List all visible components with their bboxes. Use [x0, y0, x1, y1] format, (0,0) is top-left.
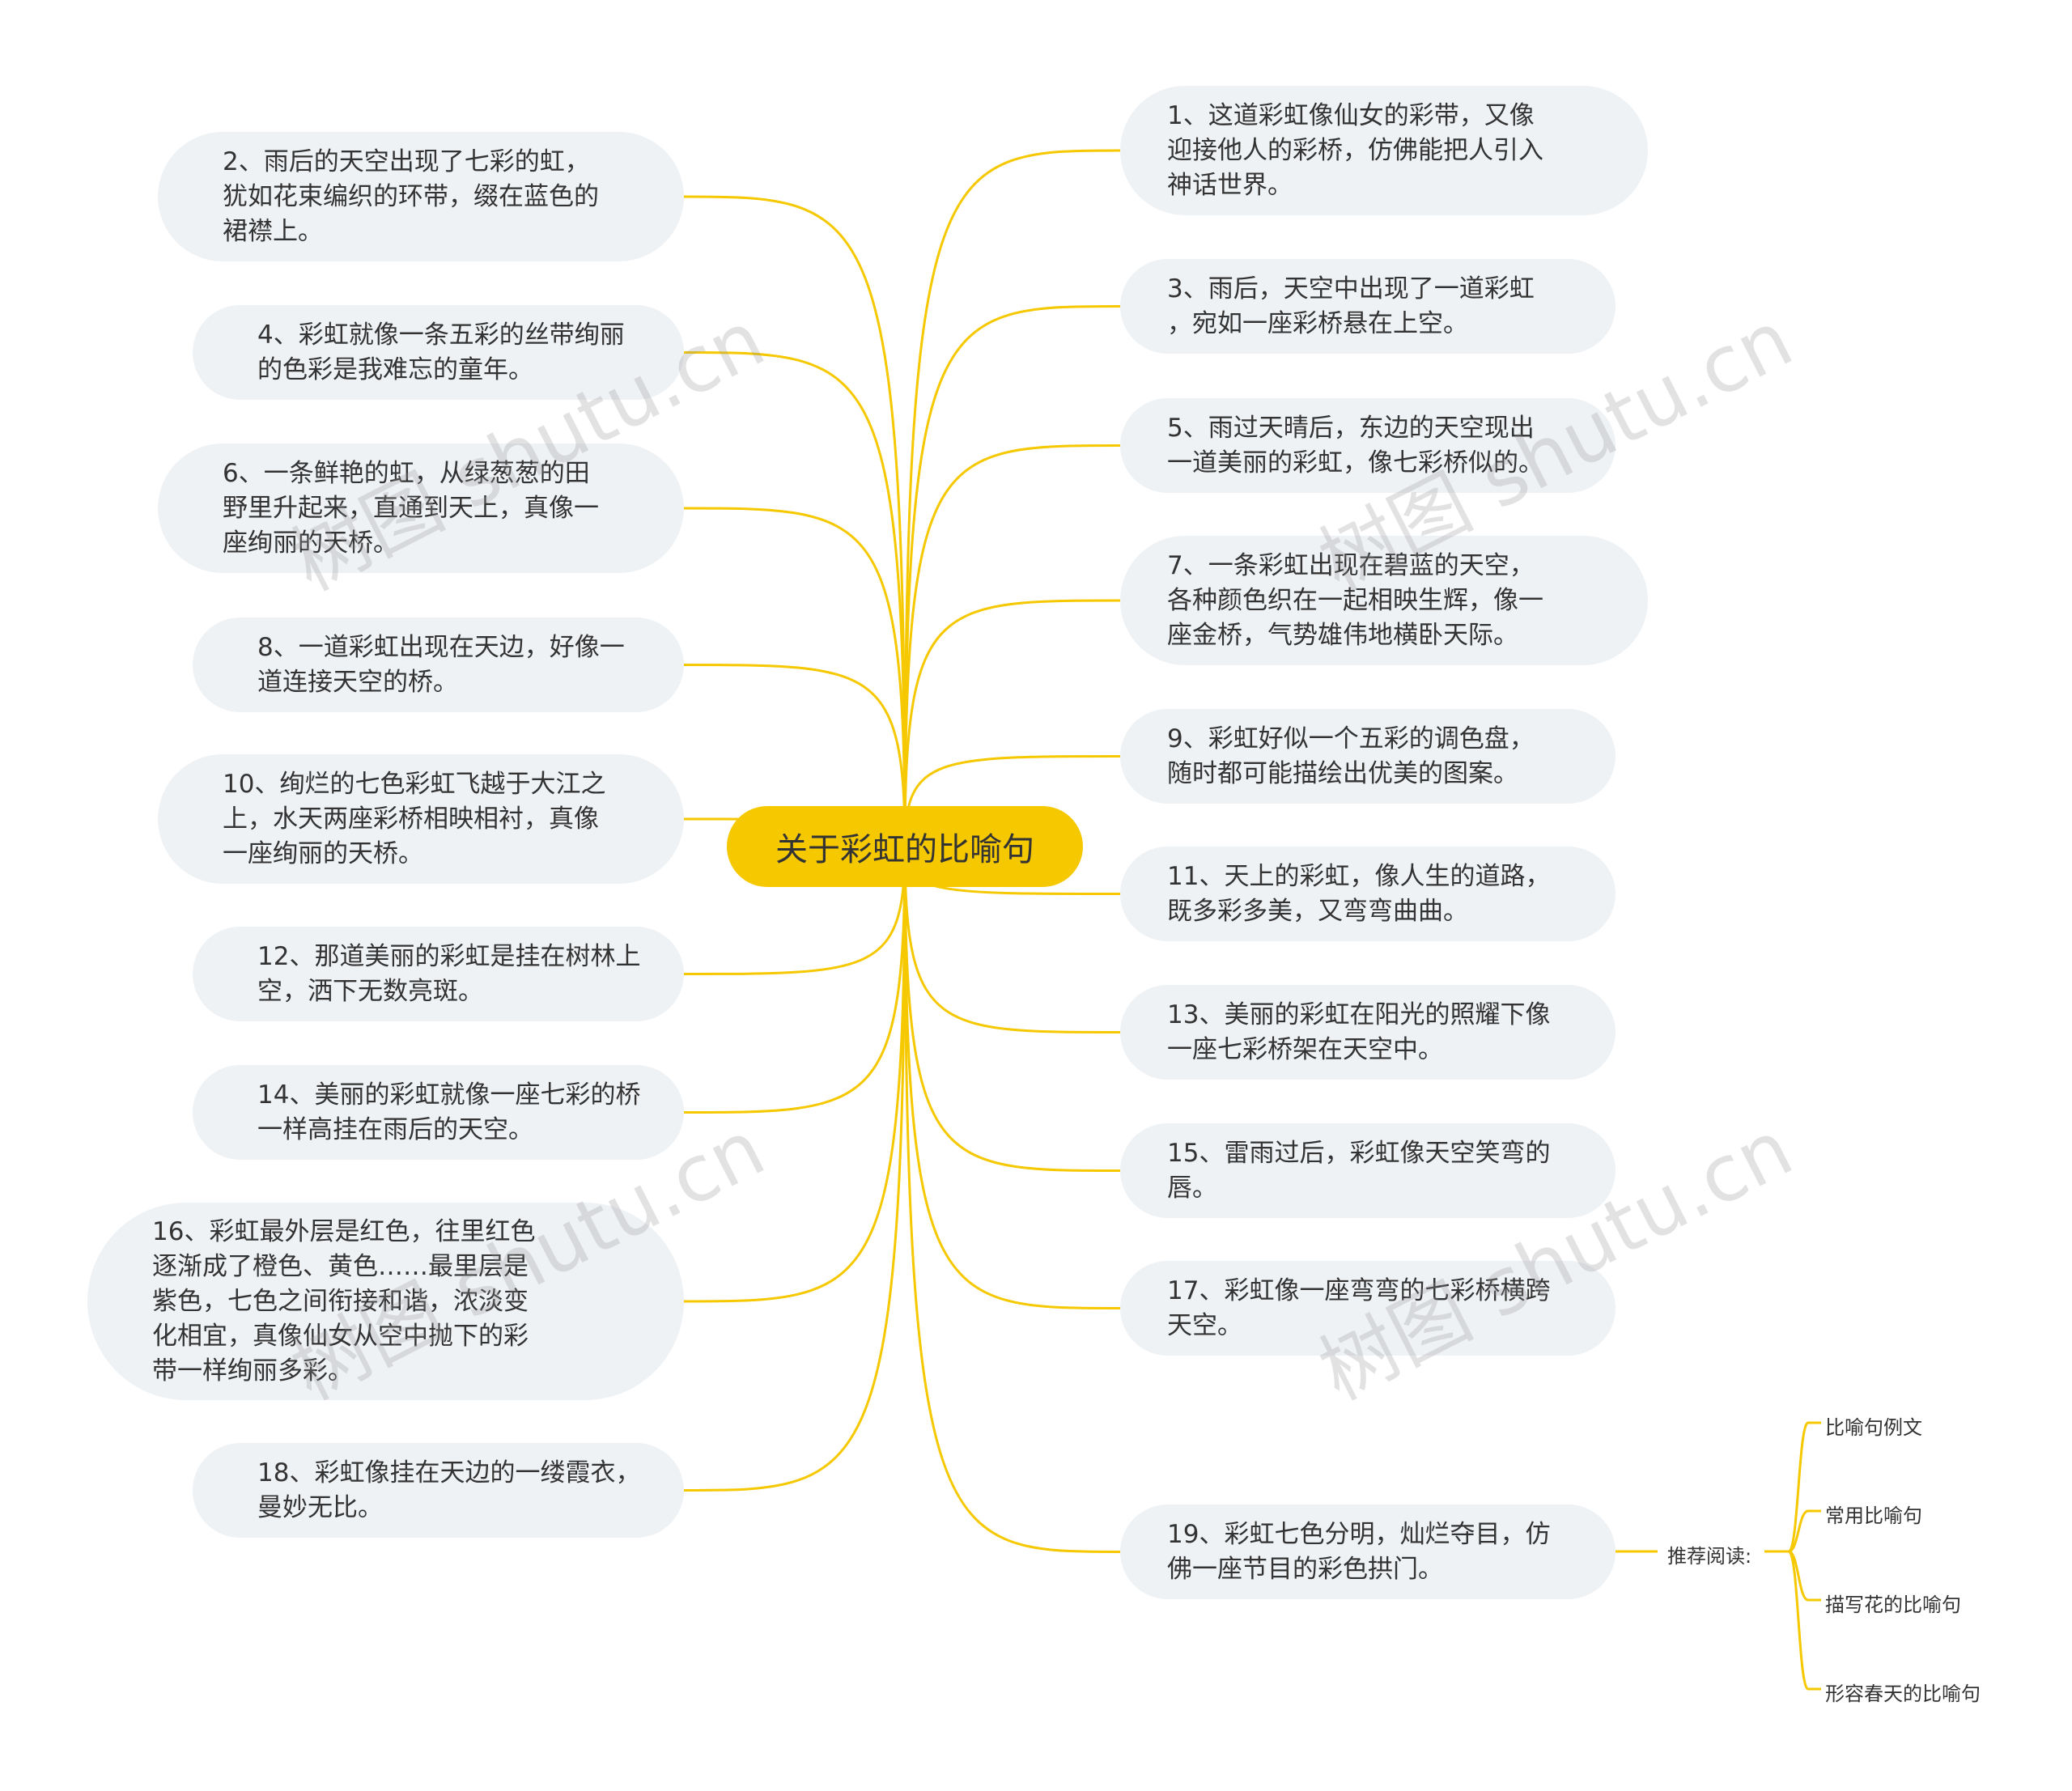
- connector-line: [683, 351, 906, 847]
- left-branch-node[interactable]: 2、雨后的天空出现了七彩的虹， 犹如花束编织的环带，缀在蓝色的 裙襟上。: [158, 132, 684, 261]
- connector-line: [903, 305, 1121, 847]
- left-branch-node[interactable]: 12、那道美丽的彩虹是挂在树林上 空，洒下无数亮斑。: [193, 927, 684, 1021]
- connector-line: [903, 846, 1121, 1553]
- root-node[interactable]: 关于彩虹的比喻句: [727, 806, 1083, 887]
- root-label: 关于彩虹的比喻句: [775, 831, 1034, 868]
- left-branch-node[interactable]: 4、彩虹就像一条五彩的丝带绚丽 的色彩是我难忘的童年。: [193, 305, 684, 400]
- node-text: 15、雷雨过后，彩虹像天空笑弯的 唇。: [1167, 1138, 1551, 1203]
- right-branch-node[interactable]: 5、雨过天晴后，东边的天空现出 一道美丽的彩虹，像七彩桥似的。: [1120, 398, 1616, 493]
- left-branch-node[interactable]: 10、绚烂的七色彩虹飞越于大江之 上，水天两座彩桥相映相衬，真像 一座绚丽的天桥…: [158, 754, 684, 884]
- node-text: 19、彩虹七色分明，灿烂夺目，仿 佛一座节目的彩色拱门。: [1167, 1519, 1551, 1584]
- recommend-connector: [1788, 1509, 1821, 1553]
- node-text: 7、一条彩虹出现在碧蓝的天空， 各种颜色织在一起相映生辉，像一 座金桥，气势雄伟…: [1167, 550, 1543, 650]
- node-text: 8、一道彩虹出现在天边，好像一 道连接天空的桥。: [257, 632, 625, 697]
- right-branch-node[interactable]: 1、这道彩虹像仙女的彩带，又像 迎接他人的彩桥，仿佛能把人引入 神话世界。: [1120, 86, 1648, 215]
- connector-line: [903, 846, 1121, 1172]
- left-branch-node[interactable]: 14、美丽的彩虹就像一座七彩的桥 一样高挂在雨后的天空。: [193, 1065, 684, 1160]
- node-text: 12、那道美丽的彩虹是挂在树林上 空，洒下无数亮斑。: [257, 941, 641, 1006]
- right-branch-node[interactable]: 13、美丽的彩虹在阳光的照耀下像 一座七彩桥架在天空中。: [1120, 985, 1616, 1080]
- connector-line: [683, 195, 906, 847]
- node-text: 1、这道彩虹像仙女的彩带，又像 迎接他人的彩桥，仿佛能把人引入 神话世界。: [1167, 100, 1543, 200]
- connector-line: [903, 846, 1121, 1033]
- connector-line: [683, 846, 906, 975]
- connector-line: [683, 507, 906, 847]
- node-text: 9、彩虹好似一个五彩的调色盘， 随时都可能描绘出优美的图案。: [1167, 724, 1535, 788]
- node-text: 16、彩虹最外层是红色，往里红色 逐渐成了橙色、黄色……最里层是 紫色，七色之间…: [152, 1216, 536, 1386]
- node-text: 10、绚烂的七色彩虹飞越于大江之 上，水天两座彩桥相映相衬，真像 一座绚丽的天桥…: [223, 769, 606, 868]
- left-branch-node[interactable]: 6、一条鲜艳的虹，从绿葱葱的田 野里升起来，直通到天上，真像一 座绚丽的天桥。: [158, 444, 684, 573]
- connector-line: [683, 846, 906, 1303]
- node-text: 4、彩虹就像一条五彩的丝带绚丽 的色彩是我难忘的童年。: [257, 320, 625, 384]
- node-text: 14、美丽的彩虹就像一座七彩的桥 一样高挂在雨后的天空。: [257, 1080, 641, 1144]
- right-branch-node[interactable]: 11、天上的彩虹，像人生的道路， 既多彩多美，又弯弯曲曲。: [1120, 847, 1616, 941]
- recommend-item[interactable]: 形容春天的比喻句: [1825, 1683, 1981, 1705]
- connector-line: [903, 599, 1121, 847]
- recommend-connector: [1787, 1421, 1821, 1553]
- right-branch-node[interactable]: 19、彩虹七色分明，灿烂夺目，仿 佛一座节目的彩色拱门。: [1120, 1505, 1616, 1599]
- connector-line: [683, 846, 906, 1114]
- right-branch-node[interactable]: 3、雨后，天空中出现了一道彩虹 ，宛如一座彩桥悬在上空。: [1120, 259, 1616, 354]
- left-branch-node[interactable]: 18、彩虹像挂在天边的一缕霞衣， 曼妙无比。: [193, 1443, 684, 1538]
- recommend-connector: [1787, 1550, 1821, 1691]
- node-text: 11、天上的彩虹，像人生的道路， 既多彩多美，又弯弯曲曲。: [1167, 861, 1551, 926]
- connector-line: [903, 846, 1121, 1309]
- recommend-item[interactable]: 常用比喻句: [1825, 1505, 1922, 1527]
- right-branch-node[interactable]: 7、一条彩虹出现在碧蓝的天空， 各种颜色织在一起相映生辉，像一 座金桥，气势雄伟…: [1120, 536, 1648, 665]
- connector-line: [683, 846, 906, 1492]
- left-branch-node[interactable]: 8、一道彩虹出现在天边，好像一 道连接天空的桥。: [193, 618, 684, 712]
- node-text: 6、一条鲜艳的虹，从绿葱葱的田 野里升起来，直通到天上，真像一 座绚丽的天桥。: [223, 458, 599, 558]
- node-text: 18、彩虹像挂在天边的一缕霞衣， 曼妙无比。: [257, 1458, 641, 1522]
- recommend-label: 推荐阅读:: [1667, 1545, 1752, 1568]
- connector-line: [903, 444, 1121, 847]
- node-text: 3、雨后，天空中出现了一道彩虹 ，宛如一座彩桥悬在上空。: [1167, 274, 1535, 338]
- right-branch-node[interactable]: 15、雷雨过后，彩虹像天空笑弯的 唇。: [1120, 1123, 1616, 1218]
- right-branch-node[interactable]: 9、彩虹好似一个五彩的调色盘， 随时都可能描绘出优美的图案。: [1120, 709, 1616, 804]
- recommend-item[interactable]: 比喻句例文: [1825, 1416, 1922, 1439]
- node-text: 2、雨后的天空出现了七彩的虹， 犹如花束编织的环带，缀在蓝色的 裙襟上。: [223, 146, 599, 246]
- connector-line: [903, 149, 1121, 847]
- connector-line: [683, 664, 906, 847]
- left-branch-node[interactable]: 16、彩虹最外层是红色，往里红色 逐渐成了橙色、黄色……最里层是 紫色，七色之间…: [87, 1203, 684, 1400]
- right-branch-node[interactable]: 17、彩虹像一座弯弯的七彩桥横跨 天空。: [1120, 1261, 1616, 1356]
- node-text: 13、美丽的彩虹在阳光的照耀下像 一座七彩桥架在天空中。: [1167, 999, 1551, 1064]
- node-text: 5、雨过天晴后，东边的天空现出 一道美丽的彩虹，像七彩桥似的。: [1167, 413, 1543, 477]
- node-text: 17、彩虹像一座弯弯的七彩桥横跨 天空。: [1167, 1275, 1551, 1340]
- recommend-item[interactable]: 描写花的比喻句: [1825, 1594, 1961, 1616]
